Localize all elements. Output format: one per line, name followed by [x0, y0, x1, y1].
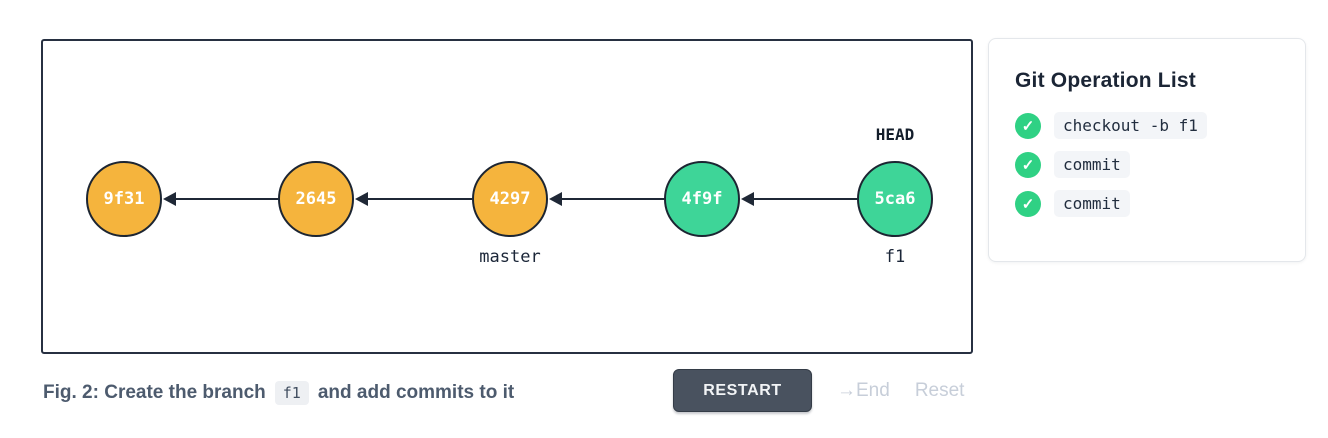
- commit-edge: [174, 198, 278, 200]
- operation-item: ✓ commit: [1015, 150, 1279, 179]
- commit-node-4297: 4297: [472, 161, 548, 237]
- operation-command: commit: [1054, 190, 1130, 217]
- head-label: HEAD: [875, 125, 915, 144]
- caption-prefix: Fig. 2: Create the branch: [43, 382, 266, 403]
- commit-edge: [366, 198, 472, 200]
- operation-item: ✓ checkout -b f1: [1015, 111, 1279, 140]
- arrowhead-icon: [163, 192, 176, 206]
- arrowhead-icon: [549, 192, 562, 206]
- commit-node-2645: 2645: [278, 161, 354, 237]
- end-link[interactable]: →End: [837, 379, 890, 401]
- commit-node-5ca6: 5ca6: [857, 161, 933, 237]
- check-icon: ✓: [1015, 151, 1041, 178]
- caption-suffix: and add commits to it: [317, 382, 515, 403]
- operation-command: commit: [1054, 151, 1130, 178]
- commit-graph-frame: 9f31 2645 4297 master 4f9f 5ca6 f1 HEAD: [41, 39, 973, 354]
- panel-title: Git Operation List: [1015, 69, 1196, 92]
- commit-edge: [560, 198, 664, 200]
- restart-button[interactable]: RESTART: [673, 369, 812, 412]
- caption-code-chip: f1: [274, 381, 309, 405]
- git-operation-list-panel: Git Operation List ✓ checkout -b f1 ✓ commi…: [988, 38, 1306, 262]
- operation-list: ✓ checkout -b f1 ✓ commit ✓ commit: [1015, 111, 1279, 218]
- commit-node-9f31: 9f31: [86, 161, 162, 237]
- branch-label-f1: f1: [884, 247, 906, 267]
- figure-controls: RESTART →End Reset: [673, 369, 964, 412]
- operation-item: ✓ commit: [1015, 189, 1279, 218]
- check-icon: ✓: [1015, 190, 1041, 217]
- arrowhead-icon: [741, 192, 754, 206]
- operation-command: checkout -b f1: [1054, 112, 1207, 139]
- branch-label-master: master: [479, 247, 541, 267]
- reset-link[interactable]: Reset: [914, 379, 965, 401]
- commit-edge: [752, 198, 857, 200]
- check-icon: ✓: [1015, 112, 1041, 139]
- arrowhead-icon: [355, 192, 368, 206]
- commit-node-4f9f: 4f9f: [664, 161, 740, 237]
- figure-caption: Fig. 2: Create the branch f1 and add com…: [43, 379, 514, 407]
